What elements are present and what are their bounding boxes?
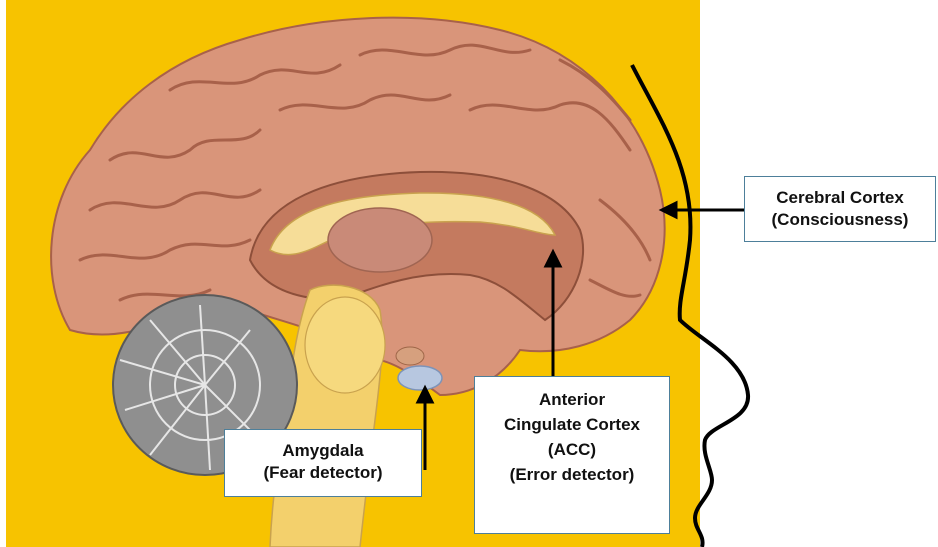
- amygdala-label: Amygdala (Fear detector): [224, 429, 422, 497]
- pons: [305, 297, 385, 393]
- acc-label: Anterior Cingulate Cortex (ACC) (Error d…: [474, 376, 670, 534]
- thalamus: [328, 208, 432, 272]
- amygdala-subtitle: (Fear detector): [225, 462, 421, 484]
- acc-line-3: (ACC): [475, 437, 669, 462]
- pituitary: [396, 347, 424, 365]
- acc-line-4: (Error detector): [475, 462, 669, 487]
- amygdala-structure: [398, 366, 442, 390]
- cerebral-cortex-label: Cerebral Cortex (Consciousness): [744, 176, 936, 242]
- acc-line-2: Cingulate Cortex: [475, 412, 669, 437]
- acc-line-1: Anterior: [475, 387, 669, 412]
- cerebral-cortex-subtitle: (Consciousness): [745, 209, 935, 231]
- cerebral-cortex-title: Cerebral Cortex: [745, 187, 935, 209]
- amygdala-title: Amygdala: [225, 440, 421, 462]
